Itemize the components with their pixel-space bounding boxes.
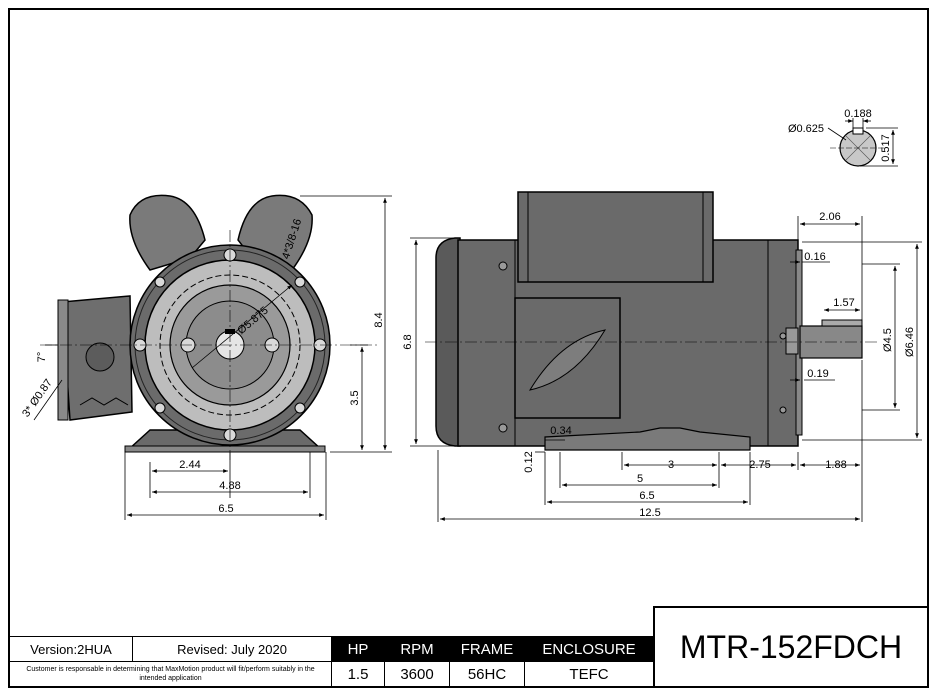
- shaft-section-detail: 0.188 Ø0.625 0.517: [788, 108, 898, 167]
- dim-base-length: 6.5: [639, 490, 654, 502]
- enclosure-value: TEFC: [524, 661, 654, 687]
- version-label: Version:2HUA: [9, 636, 133, 662]
- model-number: MTR-152FDCH: [653, 606, 929, 688]
- dim-shaft-dia: Ø0.625: [788, 123, 824, 135]
- dim-foot-thickness: 0.12: [523, 451, 535, 472]
- dim-shaft-key-length: 1.57: [833, 297, 854, 309]
- dim-foot-length: 5: [637, 473, 643, 485]
- disclaimer-text: Customer is responsable in determining t…: [9, 661, 332, 687]
- dim-face-dia: Ø6.46: [904, 327, 916, 357]
- frame-value: 56HC: [449, 661, 525, 687]
- dim-base-mid: 4.88: [219, 480, 240, 492]
- dim-hole-span: 3: [668, 459, 674, 471]
- dim-overall-height: 8.4: [373, 312, 385, 327]
- side-view: 6.8 2.06 0.16 1.57 0.19 Ø4.5 Ø6.46 0.34 …: [402, 191, 922, 522]
- front-view: 2.44 4.88 6.5 8.4 3.5 Ø5.875 4*3/8-16 3*…: [20, 194, 392, 520]
- dim-key-width: 0.188: [844, 108, 872, 120]
- rpm-header: RPM: [384, 636, 450, 662]
- frame-header: FRAME: [449, 636, 525, 662]
- dim-overall-length: 12.5: [639, 507, 660, 519]
- dim-c-face-offset: 2.06: [819, 211, 840, 223]
- enclosure-header: ENCLOSURE: [524, 636, 654, 662]
- dim-conduit-holes: 3* Ø0.87: [20, 377, 55, 419]
- dim-base-inner: 2.44: [179, 459, 200, 471]
- dim-pilot-dia: Ø4.5: [882, 328, 894, 352]
- dim-angle: 7°: [36, 352, 48, 363]
- dim-base-width: 6.5: [218, 503, 233, 515]
- dim-key-depth: 0.517: [880, 134, 892, 162]
- rpm-value: 3600: [384, 661, 450, 687]
- dim-shaft-extension: 1.88: [825, 459, 846, 471]
- dim-shaft-height: 3.5: [349, 390, 361, 405]
- dim-pilot-lip: 0.16: [804, 251, 825, 263]
- hp-value: 1.5: [331, 661, 385, 687]
- sheet-border: [8, 8, 929, 688]
- dim-frame-height: 6.8: [402, 334, 414, 349]
- hp-header: HP: [331, 636, 385, 662]
- dim-shaft-clearance: 0.19: [807, 368, 828, 380]
- dim-foot-to-face: 2.75: [749, 459, 770, 471]
- dim-foot-offset: 0.34: [550, 425, 571, 437]
- revised-label: Revised: July 2020: [132, 636, 332, 662]
